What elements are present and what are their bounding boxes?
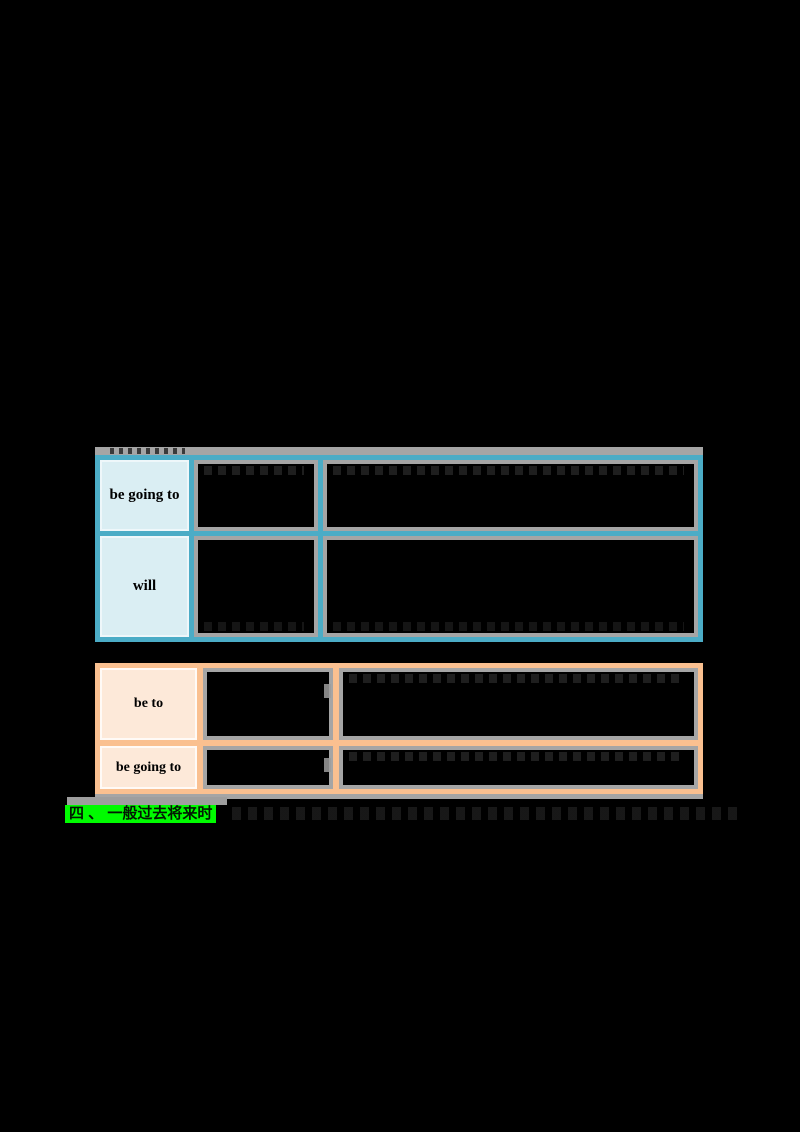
simple-future-table-grid: be going to will bbox=[95, 455, 703, 642]
illegible-text-remnant bbox=[110, 448, 185, 454]
faint-invisible-text bbox=[333, 622, 684, 631]
table-cell-example bbox=[339, 668, 698, 740]
be-to-table: be to be going to bbox=[95, 663, 703, 799]
table-cell-usage bbox=[203, 668, 333, 740]
faint-invisible-text bbox=[204, 466, 304, 475]
table-top-remnant-strip bbox=[95, 447, 703, 455]
table-cell-usage bbox=[203, 746, 333, 789]
invisible-heading-continuation bbox=[232, 807, 744, 820]
faint-invisible-text bbox=[333, 466, 684, 475]
table-cell-example bbox=[323, 536, 698, 637]
illegible-text-remnant bbox=[324, 758, 331, 772]
row-header-be-to: be to bbox=[100, 668, 197, 740]
row-header-will: will bbox=[100, 536, 189, 637]
section-heading-row: 四 、 一般过去将来时 bbox=[65, 797, 765, 823]
faint-invisible-text bbox=[349, 752, 684, 761]
simple-future-table: be going to will bbox=[95, 447, 703, 642]
be-to-table-grid: be to be going to bbox=[95, 663, 703, 794]
faint-invisible-text bbox=[349, 674, 684, 683]
table-cell-usage bbox=[194, 460, 318, 531]
table-cell-usage bbox=[194, 536, 318, 637]
table-bottom-remnant-strip bbox=[95, 794, 703, 799]
illegible-text-remnant bbox=[324, 684, 331, 698]
heading-remnant-cap bbox=[67, 797, 227, 805]
table-cell-example bbox=[339, 746, 698, 789]
section-heading: 四 、 一般过去将来时 bbox=[65, 805, 217, 823]
faint-invisible-text bbox=[204, 622, 304, 631]
row-header-be-going-to: be going to bbox=[100, 460, 189, 531]
row-header-be-going-to: be going to bbox=[100, 746, 197, 789]
table-cell-example bbox=[323, 460, 698, 531]
